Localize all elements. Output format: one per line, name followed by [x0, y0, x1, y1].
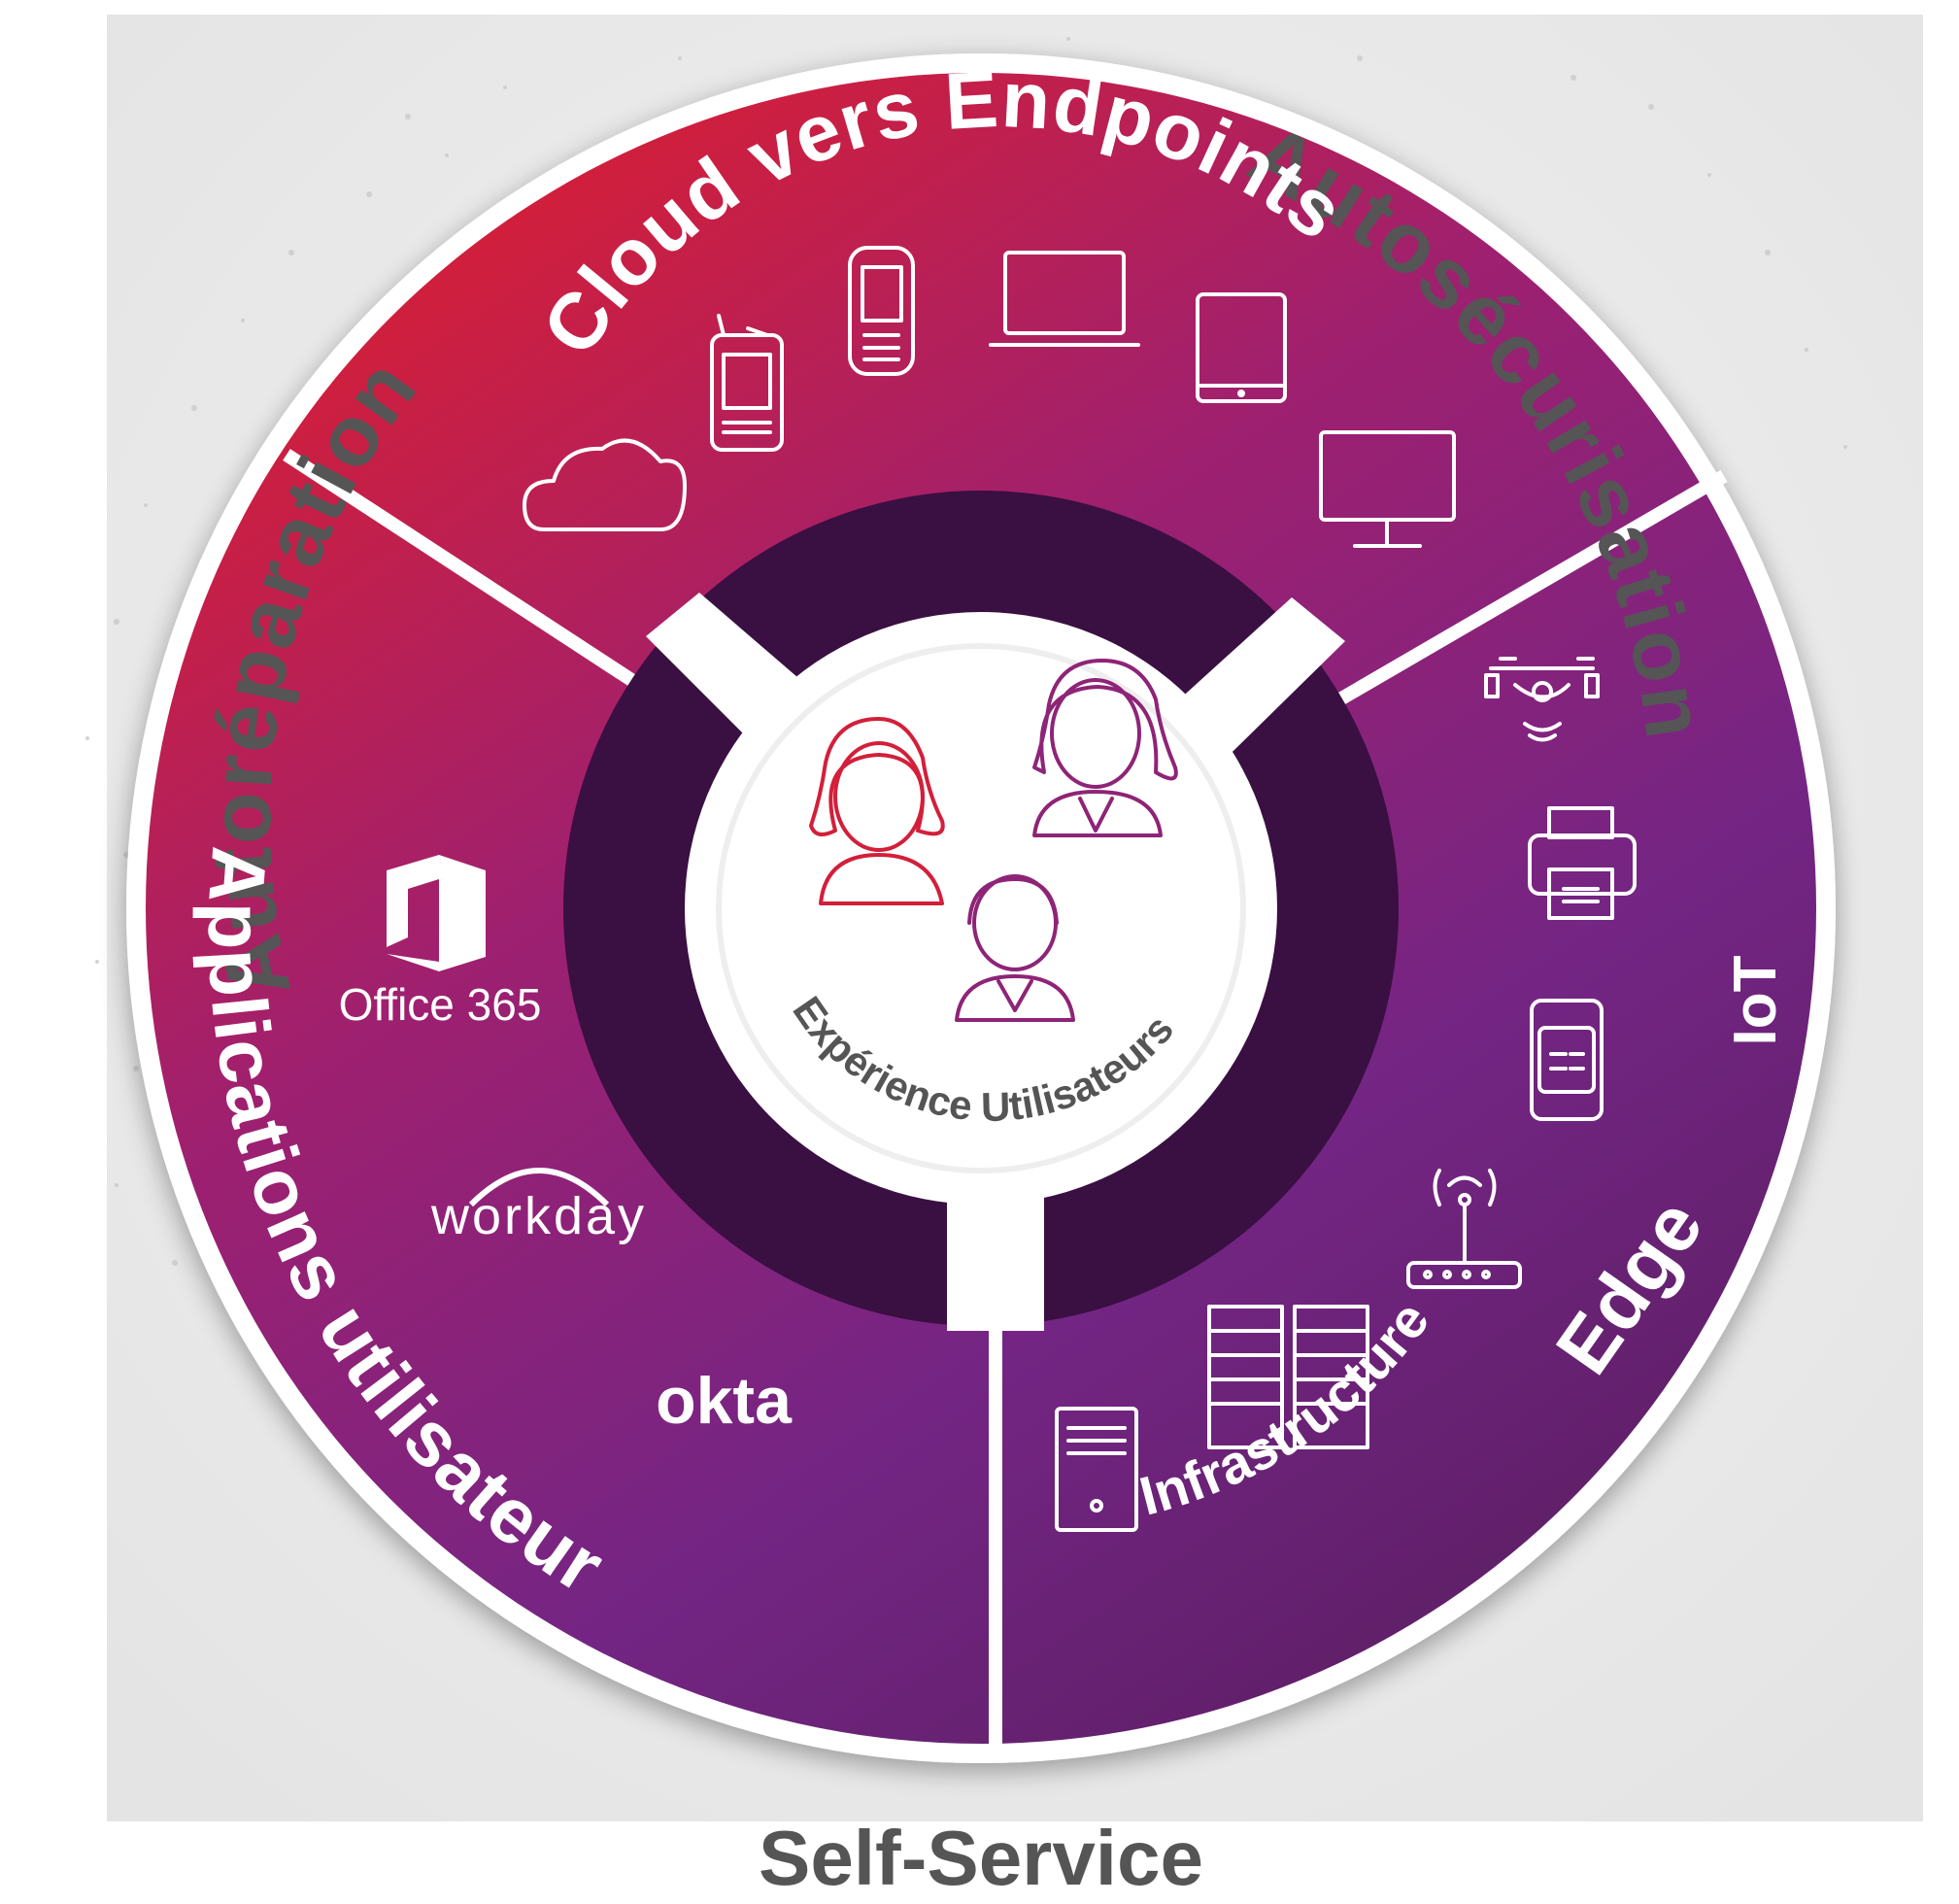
wheel — [146, 73, 1816, 1744]
rugged-handheld-icon — [710, 314, 784, 452]
server-rack-icon — [1207, 1305, 1369, 1449]
smartwatch-icon — [1530, 999, 1604, 1121]
laptop-icon — [989, 251, 1140, 347]
outer-label-bottom: Self-Service — [759, 1815, 1203, 1901]
cloud-icon — [523, 438, 687, 531]
dot-texture — [85, 37, 1847, 1266]
workday-arc-icon — [468, 1168, 610, 1207]
monitor-icon — [1319, 430, 1456, 548]
tower-server-icon — [1055, 1407, 1138, 1532]
printer-icon — [1528, 806, 1637, 920]
woman-avatar-red-icon — [809, 717, 945, 905]
man-avatar-purple-icon — [955, 874, 1075, 1022]
tablet-icon — [1196, 292, 1287, 403]
wifi-router-icon — [1406, 1169, 1522, 1289]
office-365-logo — [387, 855, 486, 971]
center-disc — [716, 643, 1246, 1173]
office-365-label: Office 365 — [339, 979, 542, 1030]
woman-avatar-purple-icon — [1032, 659, 1178, 837]
drone-icon — [1484, 657, 1600, 742]
iot-label: IoT — [1722, 955, 1789, 1045]
mobile-computer-icon — [848, 246, 915, 376]
workday-label: workday — [430, 1187, 647, 1245]
okta-label: okta — [656, 1364, 793, 1438]
